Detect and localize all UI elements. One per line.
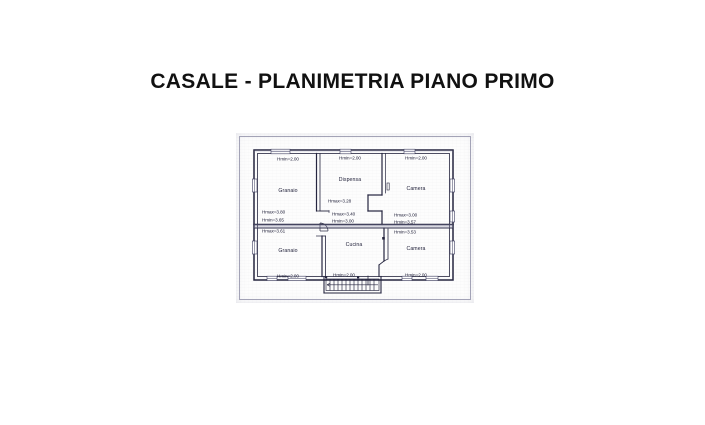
dimension-label: Hmax=3.00 (394, 212, 418, 218)
dimension-label: Hmax=3.28 (328, 198, 352, 204)
dimension-label: Hmin=3.65 (262, 217, 284, 223)
window-icon (401, 275, 413, 281)
page-title: CASALE - PLANIMETRIA PIANO PRIMO (150, 70, 555, 93)
dimension-label: Hmax=3.61 (262, 228, 286, 234)
window-icon (252, 240, 258, 255)
floor-plan-drawing (236, 133, 474, 303)
dimension-label: Hmax=3.80 (262, 209, 286, 215)
dimension-label: Hmin=2.00 (405, 272, 427, 278)
room-label-camera-sud-est: Camera (406, 246, 426, 252)
room-label-camera-nord-est: Camera (406, 186, 426, 192)
dimension-label: Hmin=3.57 (394, 219, 416, 225)
partition-lower-right-foot (378, 260, 385, 266)
window-icon (449, 178, 455, 193)
window-icon (270, 148, 291, 155)
dimension-label: Hmin=3.00 (332, 218, 354, 224)
dimension-label: Hmin=3.53 (394, 229, 416, 235)
dimension-label: Hmin=2.00 (333, 272, 355, 278)
window-icon (403, 148, 416, 155)
door-group (316, 182, 390, 240)
window-icon (252, 178, 258, 193)
window-icon (449, 240, 455, 255)
partition-lower-right-cap (383, 258, 389, 262)
perimeter-wall-inner (257, 153, 450, 277)
sheet-frame (239, 136, 471, 300)
window-icon (339, 148, 352, 155)
room-label-granaio-sud-ovest: Granaio (278, 248, 298, 254)
room-label-dispensa: Dispensa (338, 177, 362, 183)
window-icon (266, 275, 278, 281)
dimension-label: Hmin=2.00 (405, 155, 427, 161)
window-icon (287, 275, 307, 281)
door-icon (382, 237, 385, 240)
door-icon (319, 222, 329, 232)
room-label-cucina: Cucina (345, 242, 363, 248)
window-group-sides (252, 178, 455, 255)
floor-plan-figure: Granaio Hmin=2.00 Hmax=3.80 Hmin=3.65 Di… (236, 133, 474, 303)
dimension-label: Hmax=3.40 (332, 211, 356, 217)
dimension-label: Hmin=2.00 (339, 155, 361, 161)
door-icon (386, 182, 390, 191)
staircase (325, 276, 380, 291)
window-group-bottom (266, 275, 439, 281)
window-group-top (270, 148, 416, 155)
dimension-label: Hmin=2.00 (277, 273, 299, 279)
window-icon (449, 210, 455, 223)
room-label-granaio-nord-ovest: Granaio (278, 188, 298, 194)
dimension-label: Hmin=2.00 (277, 156, 299, 162)
window-icon (425, 275, 439, 281)
